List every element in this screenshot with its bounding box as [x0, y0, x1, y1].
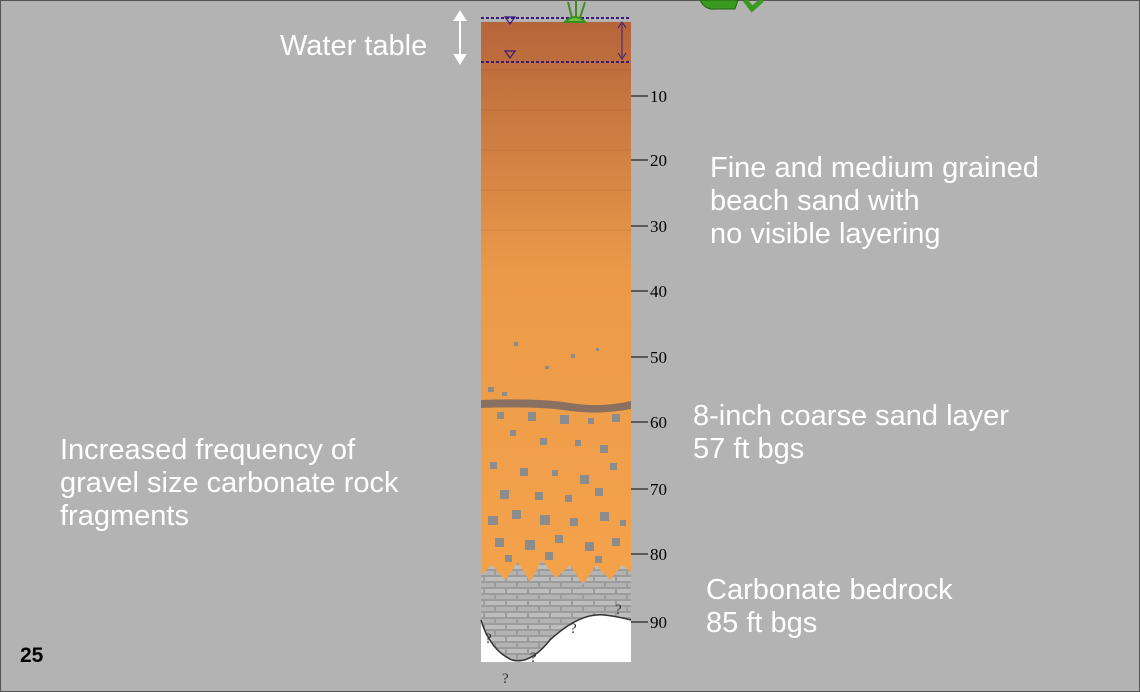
question-mark: ? — [502, 671, 509, 687]
sand-description-label: Fine and medium grained beach sand with … — [710, 152, 1039, 250]
coarse-sand-layer-label: 8-inch coarse sand layer 57 ft bgs — [693, 400, 1009, 465]
depth-tick-label: 50 — [650, 348, 667, 367]
depth-tick-label: 20 — [650, 151, 667, 170]
gravel-fragments — [488, 342, 626, 563]
depth-tick-label: 60 — [650, 413, 667, 432]
gravel-fragments-label: Increased frequency of gravel size carbo… — [60, 434, 399, 532]
depth-tick-label: 30 — [650, 217, 667, 236]
depth-tick-label: 90 — [650, 613, 667, 632]
depth-tick-label: 70 — [650, 480, 667, 499]
bedrock-uncertain-zone — [481, 614, 631, 662]
question-mark: ? — [615, 602, 622, 618]
water-table-fluctuation-arrow — [453, 10, 467, 65]
depth-tick-label: 80 — [650, 545, 667, 564]
slide-number: 25 — [20, 644, 44, 667]
depth-tick-label: 40 — [650, 282, 667, 301]
question-mark: ? — [570, 621, 577, 637]
depth-scale — [631, 95, 648, 623]
coarse-sand-layer-band — [481, 399, 631, 413]
question-mark: ? — [530, 650, 537, 666]
grass-icon — [562, 0, 588, 23]
question-mark: ? — [485, 631, 492, 647]
sand-layer — [481, 22, 631, 582]
title-fragment — [699, 0, 739, 10]
water-table-triangle-icon — [503, 16, 517, 26]
water-table-label: Water table — [280, 30, 428, 62]
water-table-triangle-icon — [503, 50, 517, 60]
bedrock-label: Carbonate bedrock 85 ft bgs — [706, 574, 953, 639]
depth-tick-label: 10 — [650, 87, 667, 106]
